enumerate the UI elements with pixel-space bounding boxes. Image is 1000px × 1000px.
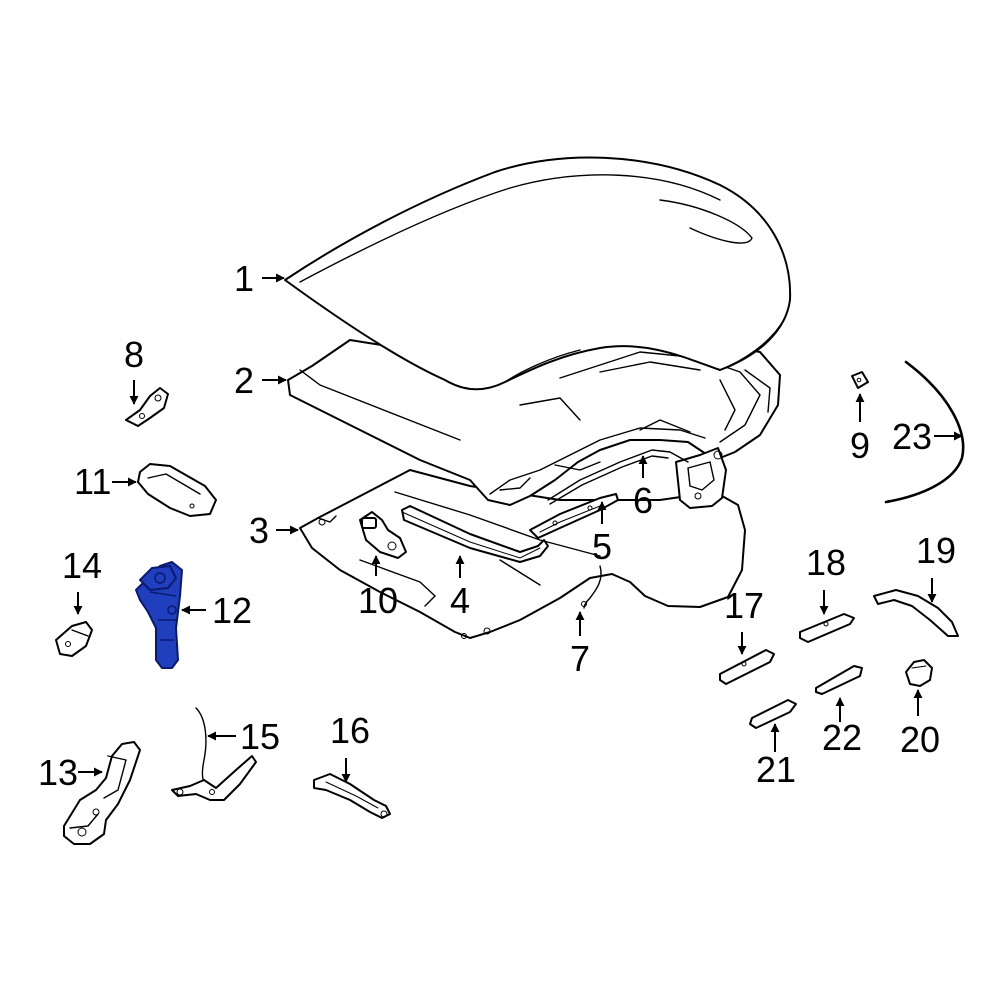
part-4-cable[interactable]	[401, 505, 549, 563]
callout-labels: 1 2 3 4 5 6 7 8 9 10 11 12 13 14 15 16 1…	[38, 258, 956, 793]
callout-16[interactable]: 16	[330, 710, 370, 751]
callout-2[interactable]: 2	[234, 360, 254, 401]
callout-10[interactable]: 10	[358, 580, 398, 621]
callout-5[interactable]: 5	[592, 526, 612, 567]
callout-11[interactable]: 11	[74, 461, 111, 502]
callout-7[interactable]: 7	[570, 638, 590, 679]
part-6-rod[interactable]	[547, 449, 689, 505]
callout-12[interactable]: 12	[212, 590, 252, 631]
part-17-bar[interactable]	[719, 649, 775, 685]
callout-18[interactable]: 18	[806, 542, 846, 583]
part-19-trim[interactable]	[873, 589, 959, 637]
part-15-bracket[interactable]	[171, 707, 257, 801]
part-18-bar[interactable]	[799, 613, 855, 643]
part-23-seal[interactable]	[884, 360, 965, 504]
callout-15[interactable]: 15	[240, 716, 280, 757]
part-7-wire[interactable]	[581, 565, 602, 609]
callout-3[interactable]: 3	[249, 510, 269, 551]
callout-13[interactable]: 13	[38, 752, 78, 793]
callout-22[interactable]: 22	[822, 717, 862, 758]
part-12-latch-highlighted[interactable]	[135, 561, 183, 669]
part-13-latch-assembly[interactable]	[63, 741, 141, 845]
part-9-clip[interactable]	[851, 371, 869, 389]
callout-20[interactable]: 20	[900, 719, 940, 760]
callout-17[interactable]: 17	[724, 585, 764, 626]
callout-9[interactable]: 9	[850, 425, 870, 466]
callout-23[interactable]: 23	[892, 416, 932, 457]
callout-14[interactable]: 14	[62, 545, 102, 586]
part-8-clip[interactable]	[125, 387, 169, 427]
part-2-frame[interactable]	[287, 339, 781, 506]
callout-4[interactable]: 4	[450, 580, 470, 621]
part-22-bar[interactable]	[815, 665, 863, 695]
part-1-cover[interactable]	[284, 156, 792, 391]
part-5-seal[interactable]	[529, 493, 619, 539]
callout-19[interactable]: 19	[916, 530, 956, 571]
hinge-bracket	[675, 447, 727, 509]
part-10-latch[interactable]	[359, 511, 407, 559]
part-16-rod[interactable]	[313, 773, 391, 819]
leader-lines	[73, 273, 963, 783]
callout-8[interactable]: 8	[124, 334, 144, 375]
part-21-bar[interactable]	[749, 699, 797, 729]
part-14-clip[interactable]	[55, 621, 93, 657]
callout-21[interactable]: 21	[756, 749, 796, 790]
callout-6[interactable]: 6	[633, 480, 653, 521]
part-20-knob[interactable]	[905, 659, 933, 687]
callout-1[interactable]: 1	[234, 258, 254, 299]
part-11-handle[interactable]	[137, 463, 217, 517]
